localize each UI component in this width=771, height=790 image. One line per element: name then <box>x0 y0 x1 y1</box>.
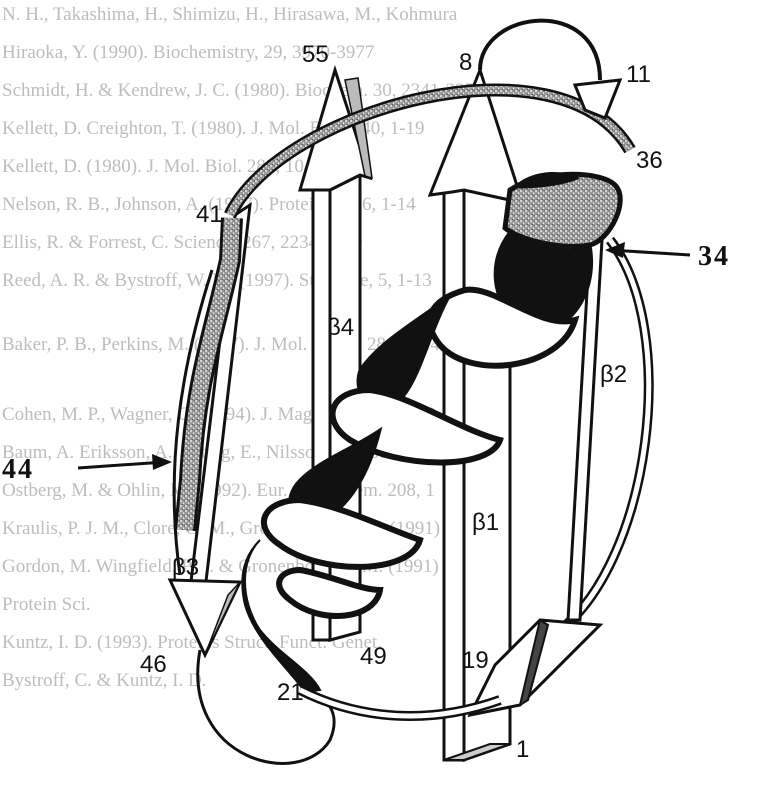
label-residue-49: 49 <box>360 643 387 670</box>
alpha-helix <box>241 230 593 694</box>
label-residue-41: 41 <box>196 201 223 228</box>
label-residue-21: 21 <box>277 679 304 706</box>
bg-line: Ellis, R. & Forrest, C. Science, 267, 22… <box>2 232 362 253</box>
loop-top-right <box>478 18 602 81</box>
label-residue-11: 11 <box>626 61 651 88</box>
bg-line: Kuntz, I. D. (1993). Proteins Struct. Fu… <box>2 632 382 653</box>
label-residue-19: 19 <box>462 647 489 674</box>
coil-left-stippled-fill <box>177 217 240 531</box>
pointer-34 <box>605 242 691 258</box>
label-strand-b2: β2 <box>600 361 627 388</box>
label-residue-55: 55 <box>302 41 329 68</box>
bg-line: Baum, A. Eriksson, A., Otting, E., Nilss… <box>2 442 405 463</box>
bg-line: Bystroff, C. & Kuntz, I. D. <box>2 670 206 691</box>
label-residue-34: 34 <box>698 241 730 272</box>
label-strand-b1: β1 <box>472 509 499 536</box>
label-strand-b4: β4 <box>327 314 354 341</box>
helix-turn-white <box>276 566 384 619</box>
label-residue-44: 44 <box>2 454 34 485</box>
label-residue-36: 36 <box>636 147 663 174</box>
label-residue-1: 1 <box>516 736 529 763</box>
strand-b3 <box>167 201 252 659</box>
labels: 55 8 11 36 41 34 β4 β2 44 β1 β3 46 49 19… <box>2 41 730 763</box>
label-strand-b3: β3 <box>172 554 199 581</box>
loop-bottom-left <box>196 649 336 765</box>
strand-11-end <box>572 78 623 120</box>
label-residue-8: 8 <box>459 49 472 76</box>
bg-line: Schmidt, H. & Kendrew, J. C. (1980). Bio… <box>2 80 484 101</box>
helix-cap-dark <box>512 172 580 189</box>
helix-end-dark <box>241 539 322 694</box>
label-residue-46: 46 <box>140 651 167 678</box>
bg-line: Protein Sci. <box>2 594 91 615</box>
loop-right-side-inner <box>558 238 652 632</box>
helix-turn-white <box>260 496 424 570</box>
bg-line: Hiraoka, Y. (1990). Biochemistry, 29, 39… <box>2 42 374 63</box>
bg-line: N. H., Takashima, H., Shimizu, H., Hiras… <box>2 4 458 25</box>
coil-bottom-inner <box>298 687 501 719</box>
pointer-44 <box>77 454 172 470</box>
coil-left-thin <box>172 269 214 576</box>
